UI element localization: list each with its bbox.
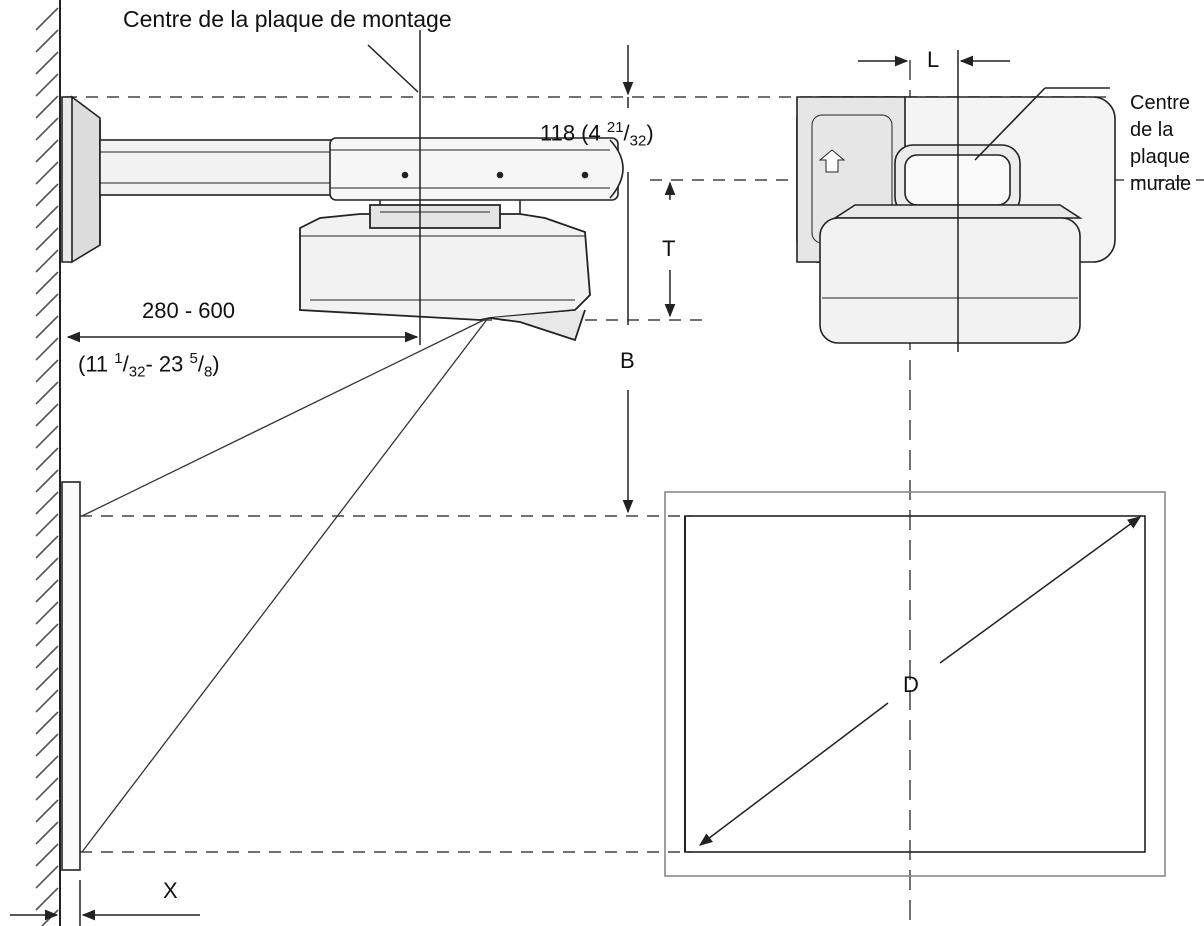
wall-hatch-mark [35, 425, 59, 449]
screen-side [61, 481, 81, 871]
wall-hatch-mark [35, 821, 59, 845]
arm-f1-separator: / [122, 351, 129, 377]
projection-rays [81, 317, 489, 853]
offset-fraction-numerator: 21 [606, 119, 624, 136]
offset-close: ) [646, 120, 654, 146]
wall-plate-line-4: murale [1130, 173, 1192, 195]
wall-hatch-mark [35, 491, 59, 515]
wall-hatch-mark [35, 777, 59, 801]
arm-open: (11 [78, 351, 115, 377]
wall-hatch-mark [35, 403, 59, 427]
t-label: T [662, 236, 676, 261]
offset-main: 118 (4 [540, 120, 607, 146]
wall-hatch-mark [35, 689, 59, 713]
wall-plate-side [61, 95, 101, 264]
arm-close: ) [212, 351, 220, 377]
wall-hatch-mark [35, 227, 59, 251]
wall-hatch-mark [35, 337, 59, 361]
wall-hatch-mark [35, 447, 59, 471]
wall-hatch-mark [35, 293, 59, 317]
mount-plate-center-label: Centre de la plaque de montage [123, 6, 452, 32]
wall-hatch-mark [35, 513, 59, 537]
offset-dimension-label: 118 (4 21/32) [540, 120, 654, 149]
projector-front [796, 50, 1116, 352]
diagonal-arrow [698, 516, 1142, 846]
wall-hatch-mark [35, 95, 59, 119]
wall-plate-line-2: de la [1130, 119, 1174, 141]
wall-hatch-mark [35, 579, 59, 603]
arm-f2-separator: / [197, 351, 204, 377]
arm-f2-numerator: 5 [189, 350, 198, 367]
wall-hatch-mark [40, 909, 59, 926]
mount-arm [99, 137, 624, 215]
wall-plate-line-1: Centre [1130, 92, 1191, 114]
wall-hatch-mark [35, 205, 59, 229]
arm-mid: - 23 [145, 351, 190, 377]
wall-hatch-mark [35, 271, 59, 295]
wall-hatch-mark [35, 161, 59, 185]
wall-hatch-mark [35, 711, 59, 735]
arm-f1-numerator: 1 [114, 350, 123, 367]
wall-hatch-mark [35, 645, 59, 669]
wall-hatch-mark [35, 315, 59, 339]
wall-hatch-mark [35, 865, 59, 889]
wall-hatch-mark [35, 359, 59, 383]
wall [35, 0, 61, 926]
wall-plate-center-label: Centre de la plaque murale [1130, 90, 1191, 198]
wall-hatch-mark [35, 733, 59, 757]
offset-fraction-separator: / [623, 120, 630, 146]
wall-plate-line-3: plaque [1130, 146, 1191, 168]
wall-hatch-mark [35, 139, 59, 163]
wall-hatch-mark [35, 623, 59, 647]
d-label: D [903, 672, 919, 697]
wall-hatch-mark [35, 117, 59, 141]
wall-hatch-mark [35, 799, 59, 823]
screen-front [664, 491, 1166, 877]
projector-side [299, 204, 591, 342]
wall-hatch-mark [35, 469, 59, 493]
dimension-arrows [10, 45, 1010, 926]
wall-hatch-mark [35, 249, 59, 273]
wall-hatch-mark [35, 51, 59, 75]
l-label: L [927, 47, 940, 72]
wall-hatch-mark [35, 183, 59, 207]
wall-hatch-mark [35, 601, 59, 625]
wall-hatch-mark [35, 7, 59, 31]
wall-hatch-mark [35, 29, 59, 53]
wall-hatch-mark [35, 381, 59, 405]
arm-f1-denominator: 32 [128, 363, 146, 381]
arm-f2-denominator: 8 [203, 363, 213, 381]
wall-hatch-mark [35, 755, 59, 779]
reference-lines [65, 60, 1204, 926]
arm-range-inch-label: (11 1/32- 23 5/8) [78, 351, 220, 380]
wall-hatch-mark [35, 667, 59, 691]
wall-hatch-mark [35, 535, 59, 559]
wall-hatch-mark [35, 557, 59, 581]
b-label: B [620, 348, 635, 373]
wall-hatch-mark [35, 887, 59, 911]
wall-hatch-mark [35, 843, 59, 867]
offset-fraction-denominator: 32 [629, 132, 647, 150]
x-label: X [163, 878, 178, 903]
wall-hatch-mark [35, 73, 59, 97]
mount-center-line [367, 30, 421, 345]
arm-range-mm-label: 280 - 600 [142, 298, 235, 323]
